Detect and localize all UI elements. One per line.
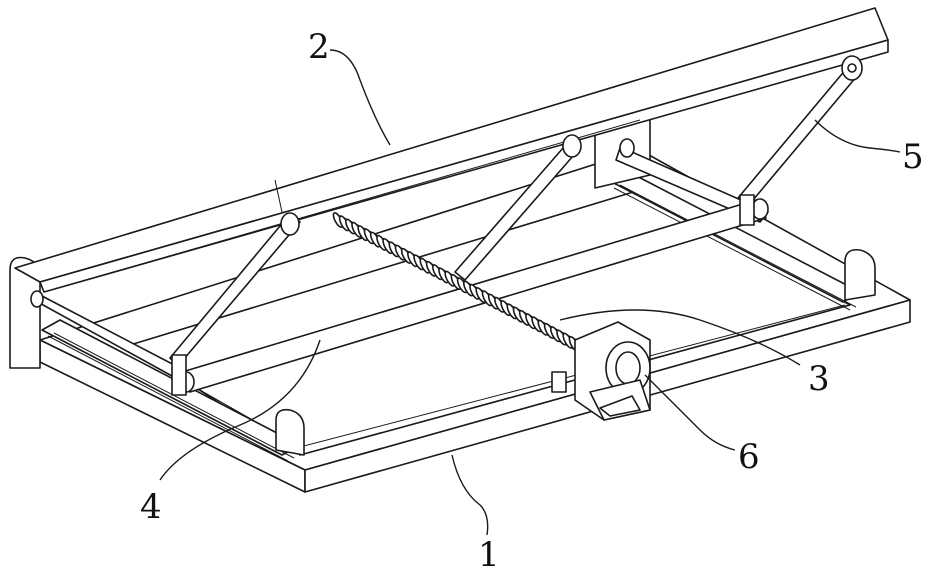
label-6: 6 bbox=[738, 437, 760, 477]
label-3: 3 bbox=[808, 359, 830, 399]
label-1: 1 bbox=[478, 535, 500, 571]
leader-2 bbox=[330, 50, 390, 145]
leader-1 bbox=[452, 455, 488, 535]
leader-5 bbox=[815, 120, 900, 152]
label-4: 4 bbox=[140, 487, 162, 527]
base-plate bbox=[40, 150, 910, 492]
label-2: 2 bbox=[308, 27, 330, 67]
label-5: 5 bbox=[902, 137, 924, 177]
